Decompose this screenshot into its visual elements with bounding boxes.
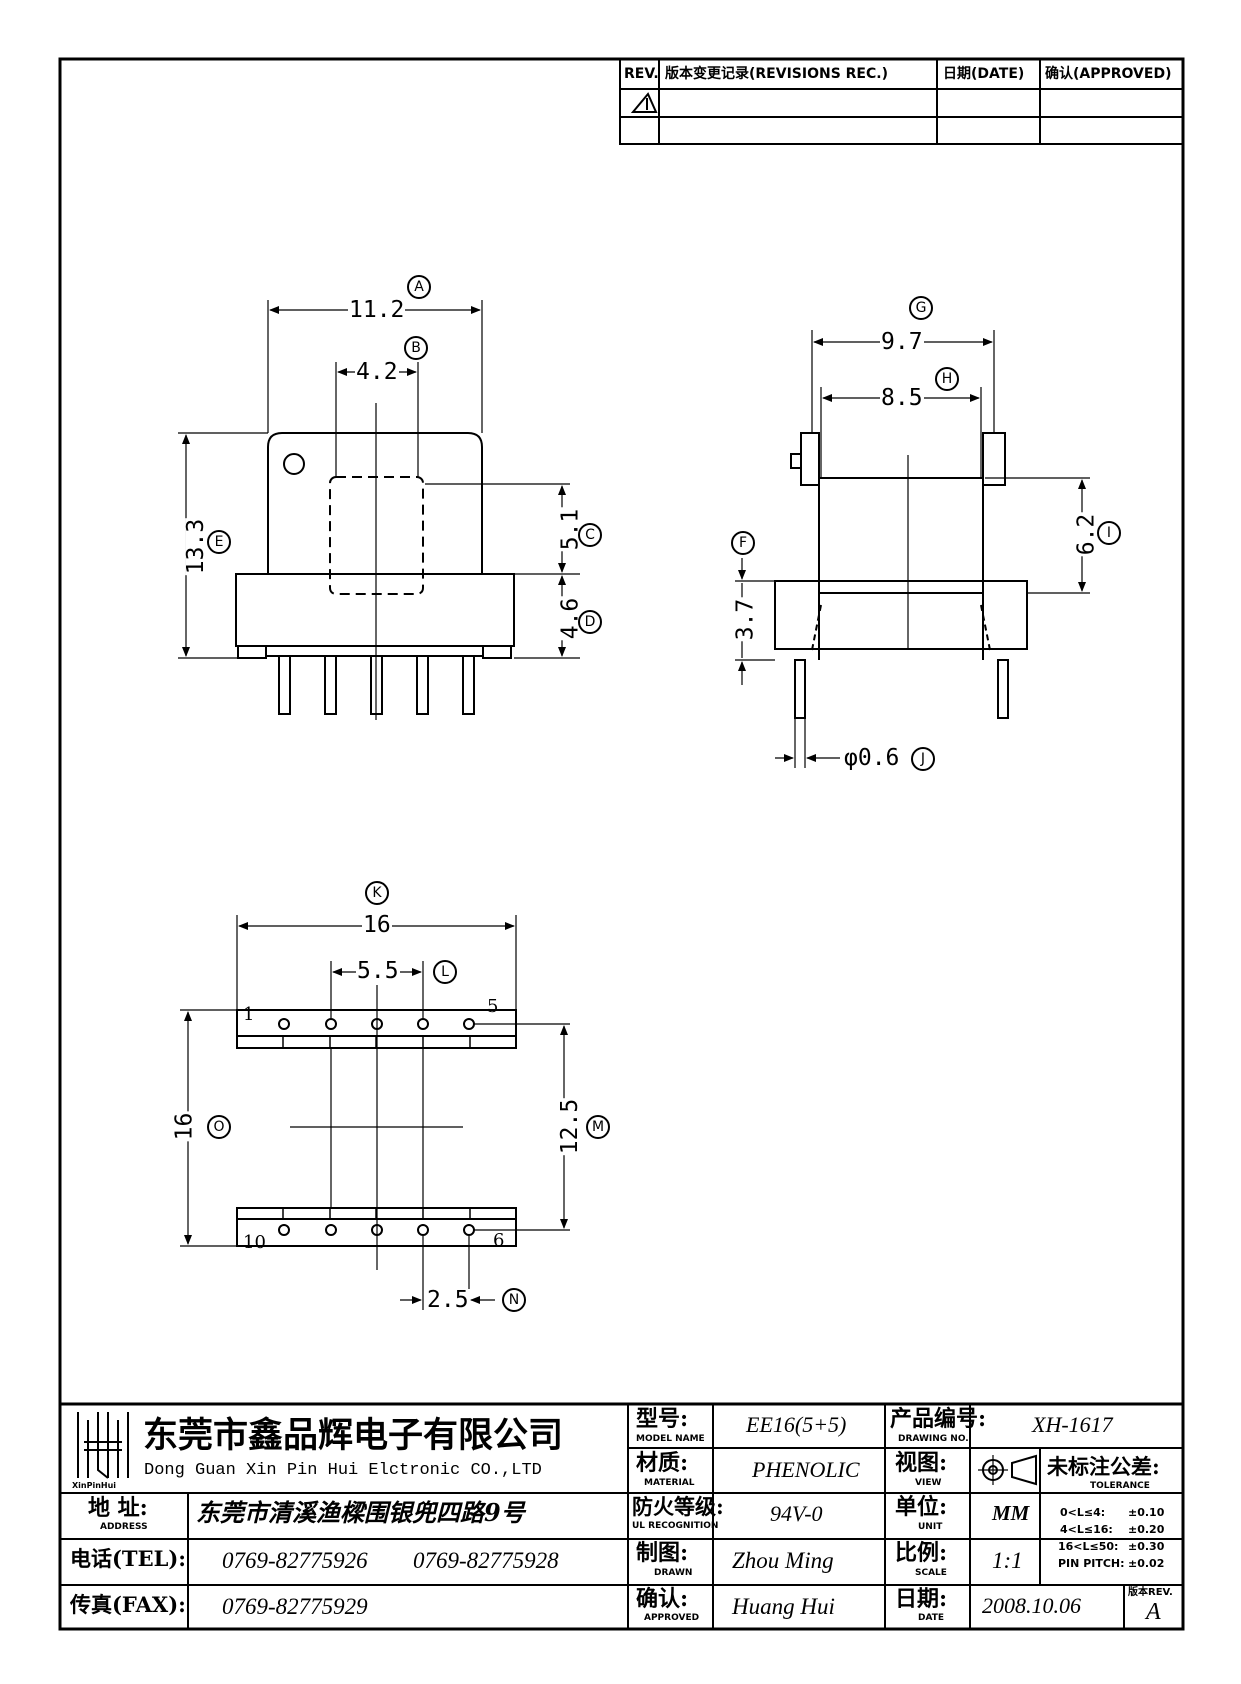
tel-label: 电话(TEL): — [70, 1546, 187, 1571]
date-value: 2008.10.06 — [982, 1593, 1081, 1618]
pin-label-6: 6 — [493, 1230, 505, 1251]
callout-i: I — [1097, 521, 1121, 545]
callout-e: E — [207, 530, 231, 554]
callout-d: D — [578, 610, 602, 634]
title-block — [60, 1402, 1183, 1629]
address-value: 东莞市清溪渔樑围银兜四路9号 — [196, 1498, 525, 1527]
rev-value: A — [1146, 1599, 1161, 1625]
revision-rev-header: REV. — [624, 66, 659, 82]
callout-c: C — [578, 523, 602, 547]
projection-view-icon — [978, 1454, 1037, 1486]
dim-n-value: 2.5 — [426, 1287, 470, 1313]
callout-j: J — [911, 747, 935, 771]
tolerance-value-2: ±0.20 — [1128, 1523, 1165, 1536]
approved-value: Huang Hui — [732, 1594, 835, 1619]
drawn-label-cn: 制图: — [636, 1540, 689, 1566]
pin-label-10: 10 — [243, 1232, 266, 1253]
revision-date-header: 日期(DATE) — [943, 66, 1025, 82]
logo-text: XinPinHui — [72, 1481, 117, 1490]
rev-label: 版本REV. — [1128, 1587, 1173, 1598]
callout-l: L — [433, 960, 457, 984]
callout-g: G — [909, 296, 933, 320]
date-label-cn: 日期: — [895, 1586, 948, 1612]
dim-b-value: 4.2 — [355, 359, 399, 385]
dim-h-value: 8.5 — [880, 385, 924, 411]
bottom-view — [236, 985, 517, 1270]
model-value: EE16(5+5) — [746, 1412, 847, 1437]
front-view — [235, 403, 515, 720]
tolerance-value-3: ±0.30 — [1128, 1540, 1165, 1553]
unit-label-cn: 单位: — [895, 1494, 948, 1520]
company-name-en: Dong Guan Xin Pin Hui Elctronic CO.,LTD — [144, 1461, 542, 1480]
tolerance-range-4: PIN PITCH: — [1058, 1557, 1125, 1570]
dim-m-value: 12.5 — [557, 1097, 584, 1156]
ul-label-en: UL RECOGNITION — [632, 1521, 719, 1531]
tolerance-value-4: ±0.02 — [1128, 1557, 1165, 1570]
revision-record-header: 版本变更记录(REVISIONS REC.) — [665, 66, 888, 82]
tel-value-1: 0769-82775926 — [222, 1548, 368, 1573]
drawn-label-en: DRAWN — [654, 1568, 693, 1578]
drawing-no-label-en: DRAWING NO. — [898, 1434, 969, 1444]
fax-label: 传真(FAX): — [70, 1592, 186, 1617]
tel-value-2: 0769-82775928 — [413, 1548, 559, 1573]
date-label-en: DATE — [918, 1613, 945, 1623]
address-label-cn: 地 址: — [88, 1495, 148, 1521]
company-logo-icon — [77, 1412, 129, 1479]
view-label-cn: 视图: — [895, 1450, 948, 1476]
view-label-en: VIEW — [915, 1478, 942, 1488]
front-view-dimension-lines — [178, 300, 580, 659]
unit-label-en: UNIT — [918, 1522, 943, 1532]
drawn-value: Zhou Ming — [732, 1548, 834, 1573]
dim-i-value: 6.2 — [1073, 512, 1100, 557]
dim-e-value: 13.3 — [183, 517, 210, 576]
scale-value: 1:1 — [992, 1548, 1023, 1573]
callout-n: N — [502, 1288, 526, 1312]
material-label-cn: 材质: — [636, 1450, 689, 1476]
dim-k-value: 16 — [362, 912, 392, 938]
approved-label-en: APPROVED — [644, 1613, 700, 1623]
address-label-en: ADDRESS — [100, 1522, 148, 1532]
company-name-cn: 东莞市鑫品辉电子有限公司 — [143, 1415, 564, 1456]
drawing-border — [58, 57, 1185, 1631]
fax-value: 0769-82775929 — [222, 1594, 368, 1619]
tolerance-label-cn: 未标注公差: — [1047, 1454, 1160, 1479]
tolerance-label-en: TOLERANCE — [1090, 1481, 1150, 1491]
revision-approved-header: 确认(APPROVED) — [1045, 66, 1172, 82]
scale-label-en: SCALE — [915, 1568, 947, 1578]
revision-triangle-icon — [630, 92, 658, 113]
dim-g-value: 9.7 — [880, 329, 924, 355]
scale-label-cn: 比例: — [895, 1540, 948, 1566]
drawing-no-value: XH-1617 — [1032, 1412, 1113, 1437]
ul-value: 94V-0 — [770, 1501, 823, 1526]
tolerance-range-3: 16<L≤50: — [1058, 1540, 1119, 1553]
dim-o-value: 16 — [171, 1111, 198, 1142]
dim-a-value: 11.2 — [348, 297, 406, 323]
tolerance-value-1: ±0.10 — [1128, 1506, 1165, 1519]
callout-o: O — [207, 1115, 231, 1139]
unit-value: MM — [992, 1501, 1030, 1525]
material-value: PHENOLIC — [752, 1457, 860, 1482]
callout-k: K — [365, 881, 389, 905]
dim-l-value: 5.5 — [356, 958, 400, 984]
ul-label-cn: 防火等级: — [632, 1494, 724, 1519]
tolerance-range-2: 4<L≤16: — [1060, 1523, 1113, 1536]
callout-h: H — [935, 367, 959, 391]
callout-a: A — [407, 275, 431, 299]
callout-b: B — [404, 336, 428, 360]
material-label-en: MATERIAL — [644, 1478, 695, 1488]
pin-label-1: 1 — [243, 1004, 255, 1025]
side-view — [774, 432, 1028, 719]
model-label-cn: 型号: — [636, 1406, 689, 1432]
revision-table — [619, 58, 1184, 145]
model-label-en: MODEL NAME — [636, 1434, 705, 1444]
dim-j-value: φ0.6 — [843, 745, 901, 771]
dim-f-value: 3.7 — [732, 597, 759, 642]
pin-label-5: 5 — [487, 996, 499, 1017]
callout-f: F — [731, 531, 755, 555]
callout-m: M — [586, 1115, 610, 1139]
approved-label-cn: 确认: — [636, 1586, 689, 1612]
drawing-no-label-cn: 产品编号: — [890, 1406, 987, 1432]
tolerance-range-1: 0<L≤4: — [1060, 1506, 1106, 1519]
